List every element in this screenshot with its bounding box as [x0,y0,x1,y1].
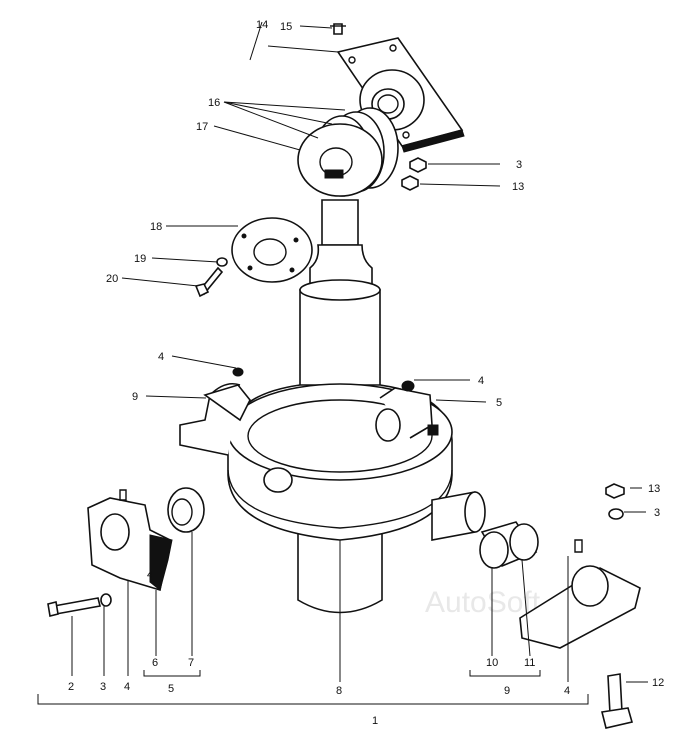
label-8: 8 [336,685,342,697]
label-16: 16 [208,97,220,109]
watermark-text: AutoSoft [425,586,541,619]
label-13-top: 13 [512,181,524,193]
part-labels: 14 15 16 17 3 13 18 19 20 4 9 4 5 13 3 1… [68,19,664,727]
screw-15 [330,23,346,35]
label-4-housing: 4 [147,569,153,581]
right-bearing-housing [519,539,641,649]
label-20: 20 [106,273,118,285]
label-3-right: 3 [654,507,660,519]
label-4-left-frame: 4 [158,351,164,363]
leader-lines [37,21,648,705]
washer-and-bolt [194,257,228,298]
label-9-left: 9 [132,391,138,403]
right-bearing-ring [479,521,539,569]
label-3-left: 3 [100,681,106,693]
lower-left-bolt [47,593,112,617]
label-13-right: 13 [648,483,660,495]
label-10: 10 [486,657,498,669]
label-18: 18 [150,221,162,233]
main-oval-frame [179,367,486,541]
label-1: 1 [372,715,378,727]
label-7: 7 [188,657,194,669]
label-6: 6 [152,657,158,669]
disc-17 [297,123,383,197]
top-nuts [401,157,427,191]
label-14: 14 [256,19,268,31]
label-15: 15 [280,21,292,33]
label-4-right-frame: 4 [478,375,484,387]
label-2: 2 [68,681,74,693]
left-bearing-housing [87,489,173,592]
label-19: 19 [134,253,146,265]
right-fasteners [601,483,634,729]
label-4-right: 4 [564,685,570,697]
flange-plate [231,217,313,283]
label-11: 11 [524,657,535,669]
label-4-left: 4 [124,681,130,693]
left-bearing-ring [167,487,205,533]
label-17: 17 [196,121,208,133]
label-5-right: 5 [496,397,502,409]
label-9-bottom: 9 [504,685,510,697]
label-5-bottom: 5 [168,683,174,695]
label-12: 12 [652,677,664,689]
label-3-top: 3 [516,159,522,171]
